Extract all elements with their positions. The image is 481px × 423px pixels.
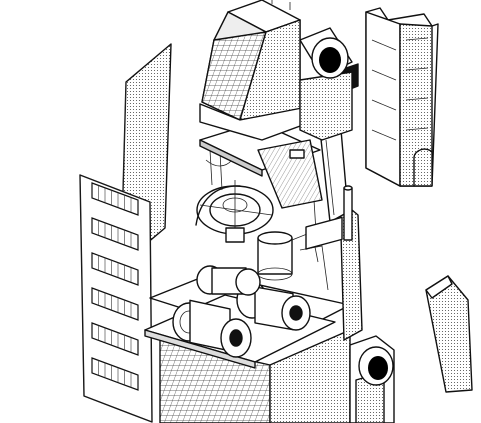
vent-slot-group bbox=[91, 182, 139, 391]
lower-right-post bbox=[425, 275, 473, 393]
middle-deck bbox=[199, 121, 323, 209]
engine-left bbox=[172, 299, 252, 358]
vent-slot bbox=[91, 182, 139, 216]
round-port-upper bbox=[311, 37, 349, 79]
side-rod bbox=[343, 185, 353, 241]
vent-slot bbox=[91, 217, 139, 251]
gyroscope-mechanism bbox=[195, 180, 274, 243]
upper-right-arm bbox=[299, 27, 359, 141]
engine-right bbox=[236, 281, 311, 331]
engine-back bbox=[196, 265, 261, 296]
round-port-lower bbox=[358, 346, 394, 386]
left-vent-panel bbox=[79, 174, 153, 423]
core-machinery bbox=[172, 199, 343, 358]
vent-slot bbox=[91, 322, 139, 356]
vent-slot bbox=[91, 357, 139, 391]
right-shaft-module bbox=[365, 7, 439, 187]
vent-slot bbox=[91, 252, 139, 286]
vent-slot bbox=[91, 287, 139, 321]
upright-tank bbox=[257, 231, 293, 281]
top-tower-block bbox=[199, 0, 323, 141]
lower-right-frame bbox=[349, 335, 395, 423]
